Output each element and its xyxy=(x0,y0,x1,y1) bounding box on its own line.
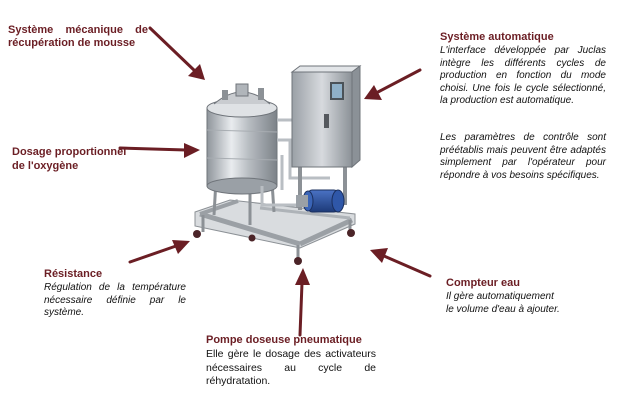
label-automatique-title: Système automatique xyxy=(440,31,554,43)
arrow-automatique xyxy=(364,68,422,100)
label-pompe-title: Pompe doseuse pneumatique xyxy=(206,334,362,346)
label-compteur-body-1: Il gère automatiquement xyxy=(446,291,554,302)
arrows xyxy=(118,26,432,337)
tank xyxy=(206,83,278,195)
label-resistance-body: Régulation de la température nécessaire … xyxy=(44,282,186,318)
label-automatique-body-1: L'interface développée par Juclas intègr… xyxy=(440,45,606,106)
arrow-resistance xyxy=(128,240,190,264)
arrow-pompe xyxy=(295,268,310,337)
label-automatique-body-2: Les paramètres de contrôle sont préétabl… xyxy=(440,132,606,181)
machine-wheels xyxy=(193,229,355,265)
label-oxygene-title-1: Dosage proportionnel xyxy=(12,146,127,158)
arrow-compteur xyxy=(370,248,432,278)
label-oxygene-title-2: de l'oxygène xyxy=(12,160,79,172)
arrow-oxygene xyxy=(118,143,200,158)
label-mousse-title-1: Système mécanique de xyxy=(8,24,148,36)
label-resistance-title: Résistance xyxy=(44,268,103,280)
control-cabinet xyxy=(290,65,362,210)
label-mousse-title-2: récupération de mousse xyxy=(8,37,136,49)
arrow-mousse xyxy=(148,26,205,80)
label-compteur-title: Compteur eau xyxy=(446,277,520,289)
pump xyxy=(296,189,345,213)
label-compteur-body-2: le volume d'eau à ajouter. xyxy=(446,304,560,315)
label-pompe-body: Elle gère le dosage des activateurs néce… xyxy=(206,348,376,387)
